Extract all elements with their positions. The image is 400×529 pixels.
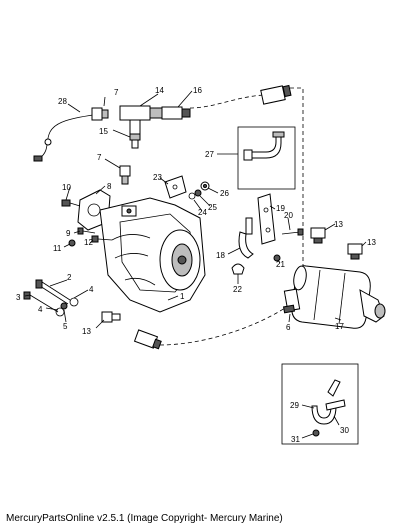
callout-18: 18 — [216, 251, 225, 260]
detail-box-elbow-fitting — [237, 126, 296, 190]
hose-route-lower — [159, 307, 286, 346]
callout-21: 21 — [276, 260, 285, 269]
hose-route-upper — [189, 94, 269, 109]
callout-24: 24 — [198, 208, 207, 217]
bolt-2-icon — [35, 279, 71, 305]
sender-wire-icon — [33, 107, 109, 162]
bolt-12-icon — [91, 235, 113, 243]
callout-labels: 1 2 3 4 4 5 6 7 7 8 9 10 11 12 13 13 13 … — [16, 86, 376, 444]
bolt-20-icon — [281, 228, 304, 236]
callout-29: 29 — [290, 401, 299, 410]
callout-11: 11 — [53, 244, 62, 253]
nut-21-icon — [273, 254, 281, 262]
callout-7b: 7 — [97, 153, 102, 162]
callout-28: 28 — [58, 97, 67, 106]
callout-1: 1 — [180, 292, 185, 301]
callout-14: 14 — [155, 86, 164, 95]
callout-23: 23 — [153, 173, 162, 182]
callout-10: 10 — [62, 183, 71, 192]
fitting-13-lower-icon — [101, 311, 121, 323]
callout-7a: 7 — [114, 88, 119, 97]
callout-6: 6 — [286, 323, 291, 332]
cooler-17-icon — [291, 265, 386, 329]
leader-lines — [24, 90, 367, 439]
cap-22-icon — [231, 263, 245, 275]
callout-2: 2 — [67, 273, 72, 282]
nut-11-icon — [68, 239, 76, 247]
washer-24-icon — [188, 192, 196, 200]
fitting-13-right-icon — [347, 243, 363, 260]
nut-26-icon — [200, 181, 210, 191]
clamp-bracket-icon — [311, 379, 346, 437]
bolt-10-icon — [61, 199, 81, 207]
callout-4b: 4 — [38, 305, 43, 314]
callout-20: 20 — [284, 211, 293, 220]
callout-27: 27 — [205, 150, 214, 159]
callout-30: 30 — [340, 426, 349, 435]
callout-25: 25 — [208, 203, 217, 212]
hose-route-right — [290, 87, 304, 268]
callout-15: 15 — [99, 127, 108, 136]
callout-16: 16 — [193, 86, 202, 95]
nut-5-icon — [60, 302, 68, 310]
detail-box-clamp — [281, 363, 359, 445]
callout-31: 31 — [291, 435, 300, 444]
sender-7-icon — [119, 165, 131, 185]
callout-9: 9 — [66, 229, 71, 238]
callout-19: 19 — [276, 204, 285, 213]
callout-13-upper-right: 13 — [334, 220, 343, 229]
callout-26: 26 — [220, 189, 229, 198]
tee-fitting-icon — [119, 105, 163, 135]
callout-4a: 4 — [89, 285, 94, 294]
clamp-18-icon — [238, 217, 254, 259]
callout-17: 17 — [335, 322, 344, 331]
bracket-19-icon — [257, 193, 276, 245]
transmission-housing-icon — [99, 197, 206, 313]
callout-3: 3 — [16, 293, 21, 302]
plug-6-icon — [282, 288, 301, 314]
nut-25-icon — [194, 189, 202, 197]
callout-8: 8 — [107, 182, 112, 191]
callout-13-right: 13 — [367, 238, 376, 247]
hose-plug-lower-icon — [133, 329, 162, 350]
bolt-9-icon — [77, 227, 96, 235]
fitting-15-icon — [129, 133, 141, 149]
hose-fitting-icon — [260, 84, 292, 105]
callout-12: 12 — [84, 238, 93, 247]
parts-diagram: 1 2 3 4 4 5 6 7 7 8 9 10 11 12 13 13 13 … — [16, 84, 386, 445]
bracket-23-icon — [164, 175, 187, 199]
callout-22: 22 — [233, 285, 242, 294]
callout-13-lower-left: 13 — [82, 327, 91, 336]
elbow-fitting-icon — [243, 131, 285, 161]
hose-adapter-16-icon — [161, 106, 191, 120]
callout-5: 5 — [63, 322, 68, 331]
fitting-13-upper-right-icon — [310, 227, 326, 244]
copyright-caption: MercuryPartsOnline v2.5.1 (Image Copyrig… — [6, 513, 283, 524]
